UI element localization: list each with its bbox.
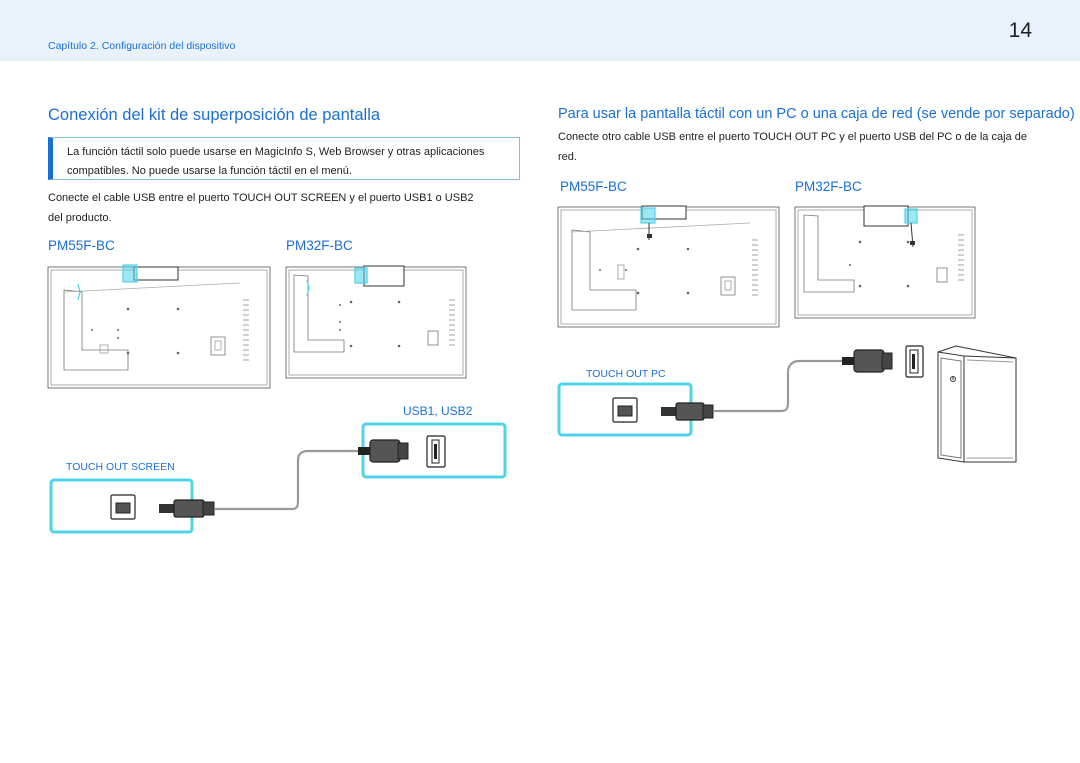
left-body-text: Conecte el cable USB entre el puerto TOU… xyxy=(48,192,474,224)
touch-out-screen-callout xyxy=(49,478,194,534)
usb-a-plug-left xyxy=(358,439,409,463)
usb-port-callout xyxy=(361,422,507,479)
usb-b-plug-right xyxy=(661,402,714,421)
section-title: Conexión del kit de superposición de pan… xyxy=(48,106,381,124)
touch-out-pc-label: TOUCH OUT PC xyxy=(586,368,666,380)
section-subtitle: Para usar la pantalla táctil con un PC o… xyxy=(558,106,1075,122)
usb-b-plug-left xyxy=(159,499,215,518)
touch-out-screen-label: TOUCH OUT SCREEN xyxy=(66,461,175,473)
usb-cable-right xyxy=(713,359,844,413)
model-label-pm55f-pc: PM55F-BC xyxy=(560,179,627,194)
monitor-back-pm32f-pc xyxy=(794,205,976,319)
monitor-back-pm55f xyxy=(47,264,271,389)
pc-tower-icon xyxy=(937,345,1017,463)
model-label-pm32f-pc: PM32F-BC xyxy=(795,179,862,194)
usb-cable-left xyxy=(214,449,358,511)
page-number: 14 xyxy=(1008,19,1032,42)
note-box: La función táctil solo puede usarse en M… xyxy=(48,137,520,180)
note-text: La función táctil solo puede usarse en M… xyxy=(67,146,485,177)
right-body-text: Conecte otro cable USB entre el puerto T… xyxy=(558,131,1027,163)
usb-a-plug-right xyxy=(842,349,893,373)
usb-port-label: USB1, USB2 xyxy=(403,404,473,418)
page-header xyxy=(0,0,1080,61)
model-label-pm32f: PM32F-BC xyxy=(286,238,353,253)
monitor-back-pm55f-pc xyxy=(557,205,780,328)
chapter-breadcrumb[interactable]: Capítulo 2. Configuración del dispositiv… xyxy=(48,40,236,52)
touch-out-pc-callout xyxy=(557,382,693,437)
model-label-pm55f: PM55F-BC xyxy=(48,238,115,253)
pc-usb-port xyxy=(905,345,924,378)
monitor-back-pm32f xyxy=(285,265,467,379)
